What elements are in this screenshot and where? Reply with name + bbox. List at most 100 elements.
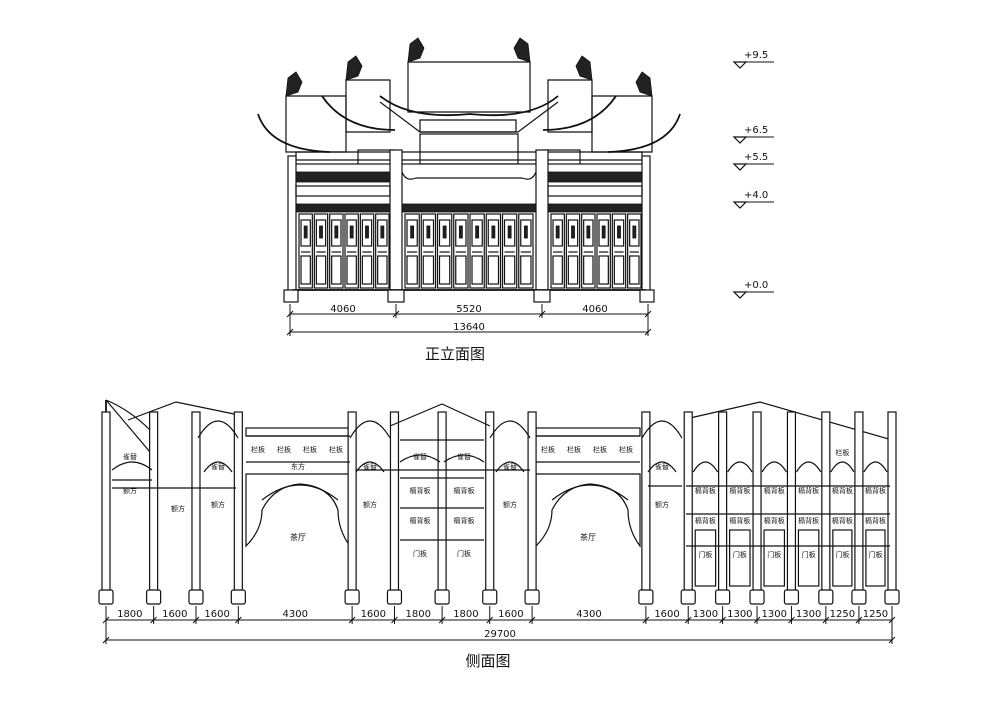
label-ge-xin-ban: 槅背板 [454,486,475,495]
column-base [818,589,834,605]
dim-tick [528,616,536,624]
door-panel-ornament [586,225,591,239]
door-panel-ornament [571,225,575,239]
label-ge-xin-ban: 槅背板 [729,516,750,525]
side-dim-bay: 1600 [498,609,523,620]
side-dim-bay: 1300 [693,609,718,620]
door-panel-lower [598,255,609,285]
door-panel [453,213,469,289]
panel-arch [692,461,719,473]
label-men-ban: 门板 [733,550,747,559]
door-panel-lower [629,255,640,285]
side-dim-bay: 1600 [654,609,679,620]
dim-tick [788,616,795,624]
door-panel-carving [598,219,609,247]
column-base [482,589,498,605]
dim-tick [855,616,863,624]
door-panel-carving [567,219,579,247]
label-que-ti: 雀替 [363,462,377,471]
door-panel-lower [315,255,327,285]
side-column [752,411,762,593]
dim-tick [150,616,157,624]
door-panel-lower [583,255,594,285]
door-panel-lower [613,255,625,285]
panel-arch [795,461,822,473]
label-ge-xin-ban: 槅背板 [410,486,431,495]
door-board [729,529,751,587]
side-dim-bay: 1250 [830,609,855,620]
front-dim-bay-right: 4060 [582,304,607,315]
door-panel-lower [520,255,532,285]
dim-tick [822,616,830,624]
door-panel-lower [503,255,516,285]
side-outline [105,399,893,598]
door-panel [404,213,420,289]
door-board [694,529,717,587]
door-panel [581,213,596,289]
door-panel-ornament [426,225,431,239]
side-column [854,411,864,593]
label-que-ti: 雀替 [503,462,517,471]
door-panel-ornament [523,225,528,239]
column-base [680,589,696,605]
door-panel-lower [346,255,357,285]
front-dim-total: 13640 [453,322,485,333]
front-body [283,149,655,303]
door-panel-carving [552,219,563,247]
side-dim-total: 29700 [484,629,516,640]
label-ge-xin-ban: 槅背板 [832,516,853,525]
front-elevation: 4060 5520 4060 13640 +9.5 +6.5 +5.5 +4.0 [257,37,774,363]
dim-tick [192,616,200,624]
door-board [865,529,886,587]
side-column [233,411,243,593]
door-panel [469,213,485,289]
label-lan-ban: 栏板 [277,445,291,454]
front-dim-bay-left: 4060 [330,304,355,315]
door-panel-lower [422,255,435,285]
door-panel-carving [438,219,451,247]
label-lan-ban: 栏板 [835,448,849,457]
door-panel-ornament [601,225,606,239]
label-lan-ban: 栏板 [329,445,343,454]
dim-tick [753,616,761,624]
door-panel-lower [487,255,500,285]
door-panel [485,213,502,289]
door-panel-lower [331,255,342,285]
door-panel-lower [377,255,388,285]
svg-text:+5.5: +5.5 [744,152,768,163]
column-base [783,589,800,605]
panel-arch [863,461,888,473]
door-panel-lower [406,255,418,285]
door-panel-carving [487,219,500,247]
label-men-ban: 门板 [767,550,781,559]
label-lan-ban: 栏板 [251,445,265,454]
door-panel-ornament [442,225,447,239]
door-panel-ornament [475,225,480,239]
side-column [641,411,651,593]
door-panel-lower [438,255,451,285]
door-panel [329,213,344,289]
door-panel-lower [552,255,563,285]
side-column [683,411,693,593]
door-panel [518,213,534,289]
dim-tick [102,616,110,624]
column-base [524,589,540,605]
door-panel-carving [377,219,388,247]
door-panel-carving [361,219,373,247]
label-ge-xin-ban: 槅背板 [695,486,716,495]
dim-tick [234,616,242,624]
door-panel-carving [331,219,342,247]
door-panel [596,213,611,289]
door-panel-carving [406,219,418,247]
label-men-ban: 门板 [835,550,849,559]
side-column [887,411,897,593]
label-ge-xin-ban: 槅背板 [729,486,750,495]
side-elevation: 雀替 额方 额方 雀替 额方 栏板 栏板 栏板 栏板 东方 茶厅 雀替 额方 雀… [98,399,900,670]
side-column [485,411,495,593]
label-ge-xin-ban: 槅背板 [410,516,431,525]
label-lan-ban: 栏板 [567,445,581,454]
label-ge-xin-ban: 槅背板 [832,486,853,495]
front-elevation-title: 正立面图 [425,345,485,363]
side-dim-bay: 1300 [727,609,752,620]
door-panel-carving [583,219,594,247]
